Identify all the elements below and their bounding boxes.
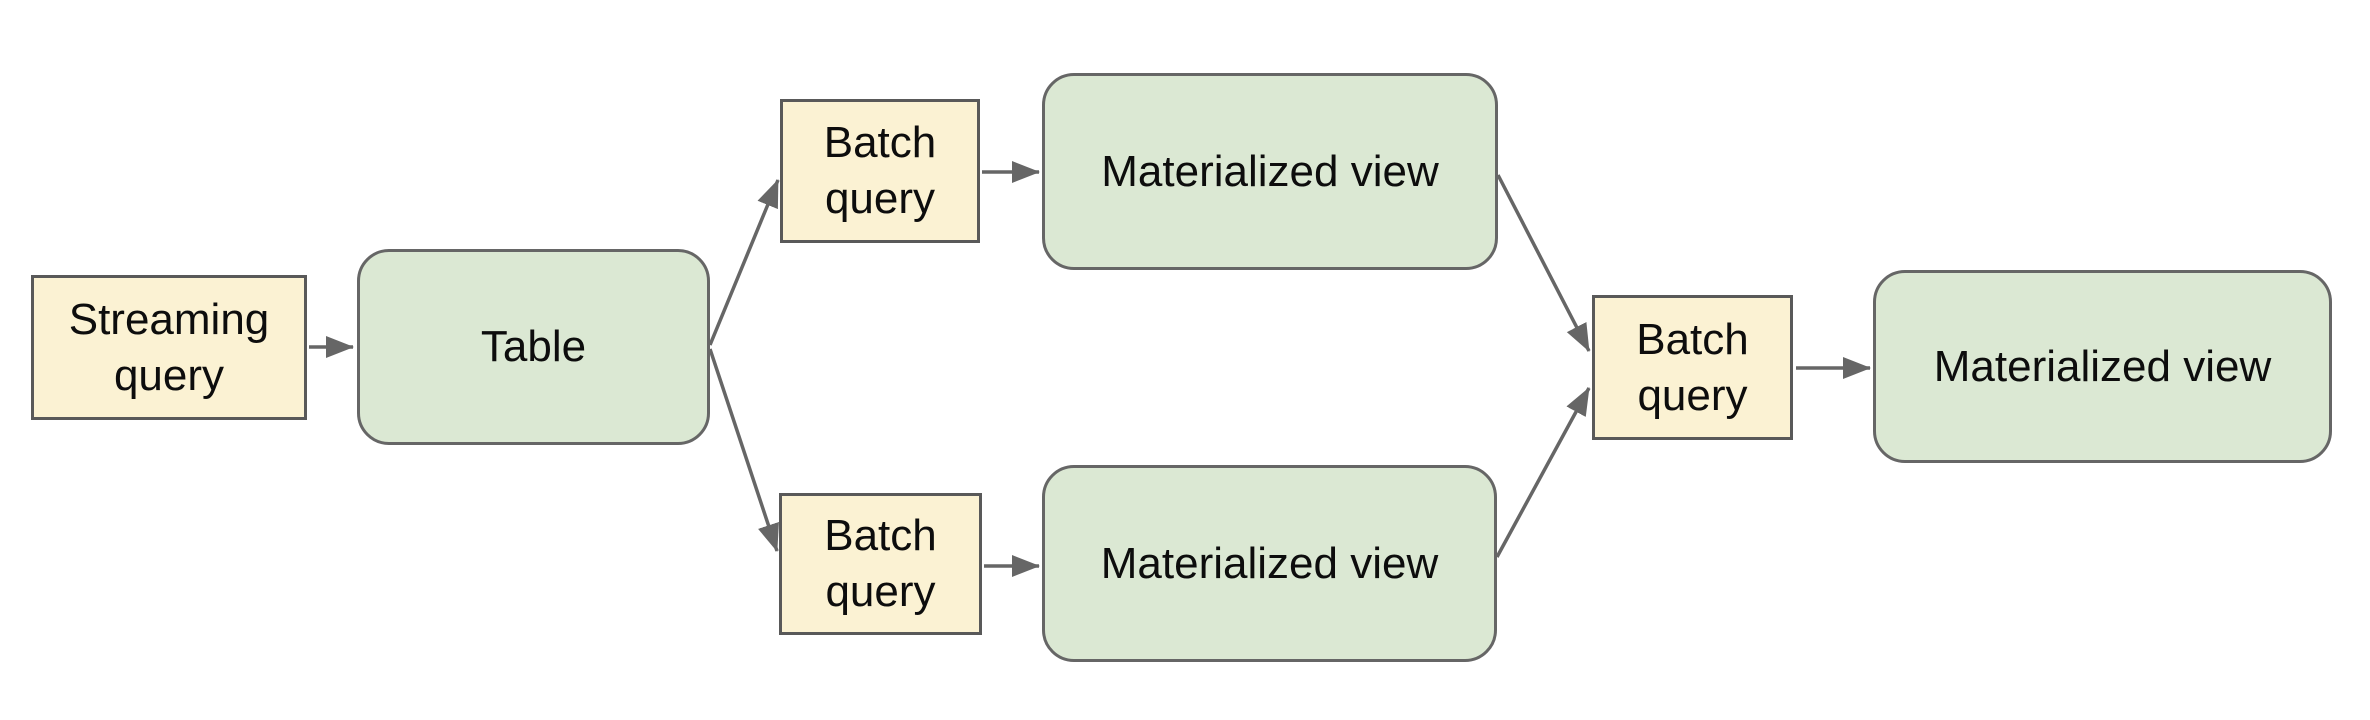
node-materialized-view-top-label: Materialized view	[1101, 146, 1439, 196]
node-table: Table	[357, 249, 710, 445]
node-materialized-view-bottom-label: Materialized view	[1100, 538, 1439, 588]
node-materialized-view-final: Materialized view	[1873, 270, 2332, 463]
node-batch-query-bottom: Batch query	[779, 493, 982, 635]
node-materialized-view-top: Materialized view	[1042, 73, 1498, 270]
node-materialized-view-final-label: Materialized view	[1933, 341, 2272, 391]
node-batch-query-bottom-label: Batch query	[824, 511, 937, 616]
edge-table-to-batch-query-bottom	[708, 348, 779, 552]
node-table-label: Table	[480, 322, 587, 372]
node-batch-query-merge: Batch query	[1592, 295, 1793, 440]
node-batch-query-merge-label: Batch query	[1636, 314, 1749, 420]
node-batch-query-top-label: Batch query	[823, 118, 937, 223]
node-batch-query-top: Batch query	[780, 99, 980, 243]
edge-table-to-batch-query-top	[708, 179, 780, 346]
node-streaming-query-label: Streaming query	[68, 294, 270, 400]
edge-materialized-view-top-to-batch-query-merge	[1496, 174, 1591, 352]
node-streaming-query: Streaming query	[31, 275, 307, 420]
edge-materialized-view-bottom-to-batch-query-merge	[1495, 387, 1591, 558]
node-materialized-view-bottom: Materialized view	[1042, 465, 1497, 662]
